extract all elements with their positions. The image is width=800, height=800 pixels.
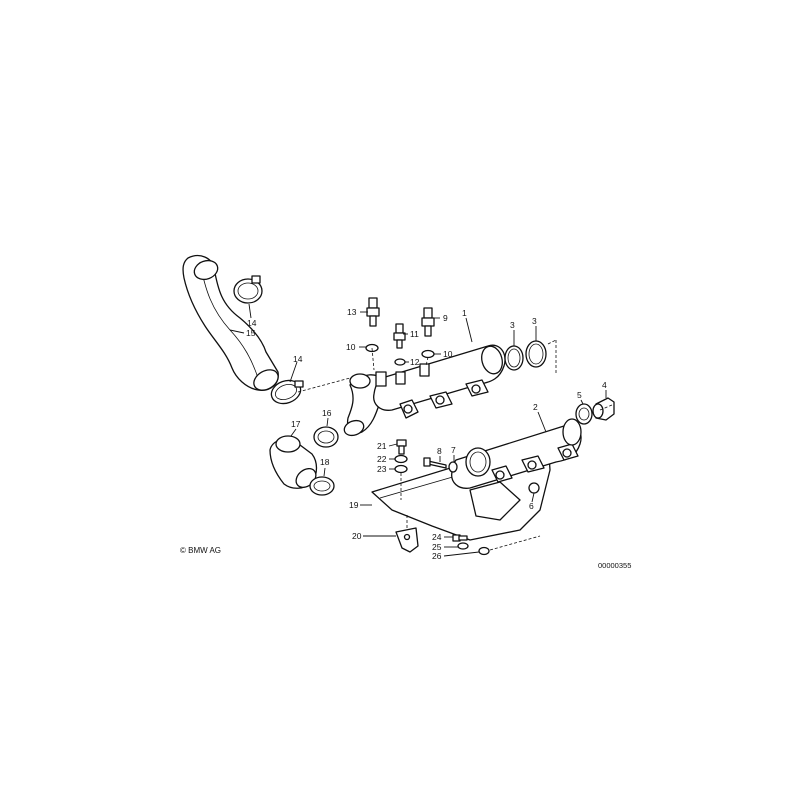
sensor-part-13 [366,297,380,327]
upper-hose-part-15 [182,254,279,391]
callout-18: 18 [320,457,330,467]
callout-15: 15 [246,328,256,338]
callout-13: 13 [347,307,357,317]
callout-14b: 14 [293,354,303,364]
seal-ring-part-5 [575,403,593,425]
bracket-part-20 [395,527,419,553]
callout-20: 20 [352,531,362,541]
callout-17: 17 [291,419,301,429]
plug-part-4 [592,397,615,421]
callout-26: 26 [432,551,442,561]
callout-5: 5 [577,390,582,400]
callout-19: 19 [349,500,359,510]
o-ring-part-3b [525,340,547,368]
hose-clamp-part-16 [313,426,339,448]
hose-clamp-part-14b [270,379,304,405]
short-hose-part-17 [269,435,318,489]
callout-10b: 10 [443,349,453,359]
copyright-notice: © BMW AG [180,546,221,555]
callout-12: 12 [410,357,420,367]
callout-23: 23 [377,464,387,474]
bolt-part-21 [396,439,407,455]
callout-14a: 14 [247,318,257,328]
callout-labels: 1 2 3 3 4 5 6 7 8 9 10 10 11 12 13 14 14… [246,307,607,561]
callout-2: 2 [533,402,538,412]
washer-part-12 [394,358,406,366]
assembly-dash-lines [297,339,613,551]
washer-part-23 [394,464,408,474]
callout-3a: 3 [510,320,515,330]
callout-1: 1 [462,308,467,318]
callout-6: 6 [529,501,534,511]
callout-21: 21 [377,441,387,451]
callout-25: 25 [432,542,442,552]
o-ring-part-3a [504,345,524,371]
washer-part-26 [478,546,490,556]
sensor-part-11 [393,323,406,349]
sensor-part-9 [421,307,435,337]
upper-manifold-part-1 [373,344,506,419]
callout-4: 4 [602,380,607,390]
connecting-pipe [343,373,387,437]
callout-10a: 10 [346,342,356,352]
callout-9: 9 [443,313,448,323]
hose-clamp-part-18 [309,476,335,496]
washer-part-22 [394,454,408,464]
washer-part-10b [421,349,435,359]
washer-part-7 [448,461,458,473]
drawing-number: 00000355 [598,561,631,570]
callout-3b: 3 [532,316,537,326]
lower-manifold-part-2 [451,418,582,489]
bolt-part-24 [452,534,468,542]
callout-22: 22 [377,454,387,464]
leader-lines [229,303,607,557]
bolt-part-8 [423,457,447,469]
callout-11: 11 [410,329,419,339]
washer-part-25 [457,542,469,550]
callout-8: 8 [437,446,442,456]
gasket-part-6 [528,482,540,494]
hose-clamp-part-14a [233,275,263,304]
callout-7: 7 [451,445,456,455]
callout-16: 16 [322,408,332,418]
callout-24: 24 [432,532,442,542]
